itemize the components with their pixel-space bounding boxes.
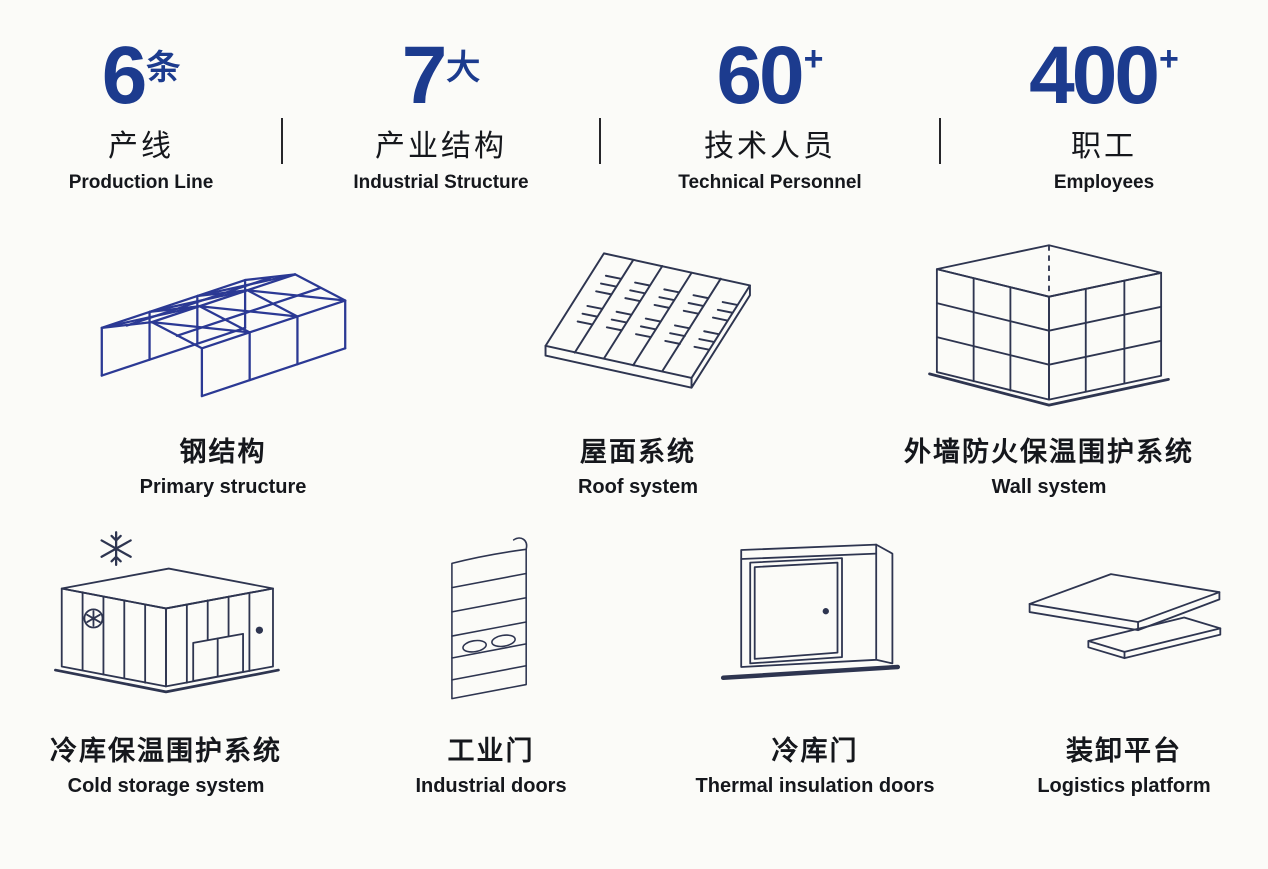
stat-unit: + <box>803 40 824 78</box>
stat-value: 6 条 <box>1 30 281 121</box>
stat-value: 400 + <box>941 30 1267 121</box>
stat-label-cn: 产线 <box>108 130 174 164</box>
product-label-en: Roof system <box>577 476 699 499</box>
product-label-en: Cold storage system <box>67 775 265 798</box>
stat-unit: + <box>1158 40 1179 78</box>
stat-unit: 大 <box>446 49 481 87</box>
cold-storage-icon <box>0 523 332 721</box>
product-wall-system: 外墙防火保温围护系统 Wall system <box>830 220 1268 499</box>
stat-employees: 400 + 职工 Employees <box>941 30 1267 194</box>
loading-platform-icon <box>980 523 1268 721</box>
product-label-en: Wall system <box>991 476 1107 499</box>
product-label-cn: 冷库保温围护系统 <box>50 736 282 767</box>
stat-technical-personnel: 60 + 技术人员 Technical Personnel <box>601 30 939 194</box>
roof-system-icon <box>446 220 830 422</box>
steel-structure-icon <box>0 220 446 422</box>
vertical-divider <box>599 118 601 164</box>
stat-label-en: Production Line <box>68 172 214 194</box>
stat-number: 60 <box>716 30 804 121</box>
stat-number: 7 <box>401 30 448 121</box>
stat-label-en: Industrial Structure <box>353 172 529 194</box>
product-label-en: Industrial doors <box>415 775 567 798</box>
product-steel-structure: 钢结构 Primary structure <box>0 220 446 499</box>
product-label-en: Primary structure <box>139 476 307 499</box>
product-industrial-door: 工业门 Industrial doors <box>332 523 650 798</box>
product-cold-storage: 冷库保温围护系统 Cold storage system <box>0 523 332 798</box>
stats-section: 6 条 产线 Production Line 7 大 产业结构 Industri… <box>0 0 1268 194</box>
stat-label-cn: 产业结构 <box>375 130 507 164</box>
product-loading-platform: 装卸平台 Logistics platform <box>980 523 1268 798</box>
wall-system-icon <box>830 220 1268 422</box>
product-label-cn: 屋面系统 <box>580 437 696 468</box>
stat-label-cn: 职工 <box>1071 130 1137 164</box>
products-row-1: 钢结构 Primary structure 屋面系统 Roof system <box>0 220 1268 499</box>
product-label-cn: 外墙防火保温围护系统 <box>904 437 1194 468</box>
stat-number: 6 <box>101 30 148 121</box>
stat-label-cn: 技术人员 <box>704 130 836 164</box>
products-row-2: 冷库保温围护系统 Cold storage system 工业门 Industr… <box>0 523 1268 798</box>
stat-value: 60 + <box>601 30 939 121</box>
stat-value: 7 大 <box>283 30 599 121</box>
product-roof-system: 屋面系统 Roof system <box>446 220 830 499</box>
product-label-cn: 冷库门 <box>771 736 859 767</box>
insulation-door-icon <box>650 523 980 721</box>
product-label-en: Thermal insulation doors <box>695 775 935 798</box>
stat-number: 400 <box>1029 30 1160 121</box>
stat-label-en: Employees <box>1053 172 1155 194</box>
product-label-en: Logistics platform <box>1037 775 1211 798</box>
industrial-door-icon <box>332 523 650 721</box>
vertical-divider <box>939 118 941 164</box>
stat-unit: 条 <box>146 49 181 87</box>
vertical-divider <box>281 118 283 164</box>
stat-industrial-structure: 7 大 产业结构 Industrial Structure <box>283 30 599 194</box>
product-label-cn: 装卸平台 <box>1066 736 1182 767</box>
product-label-cn: 钢结构 <box>179 437 267 468</box>
stat-label-en: Technical Personnel <box>678 172 862 194</box>
stat-production-line: 6 条 产线 Production Line <box>1 30 281 194</box>
product-insulation-door: 冷库门 Thermal insulation doors <box>650 523 980 798</box>
product-label-cn: 工业门 <box>447 736 535 767</box>
